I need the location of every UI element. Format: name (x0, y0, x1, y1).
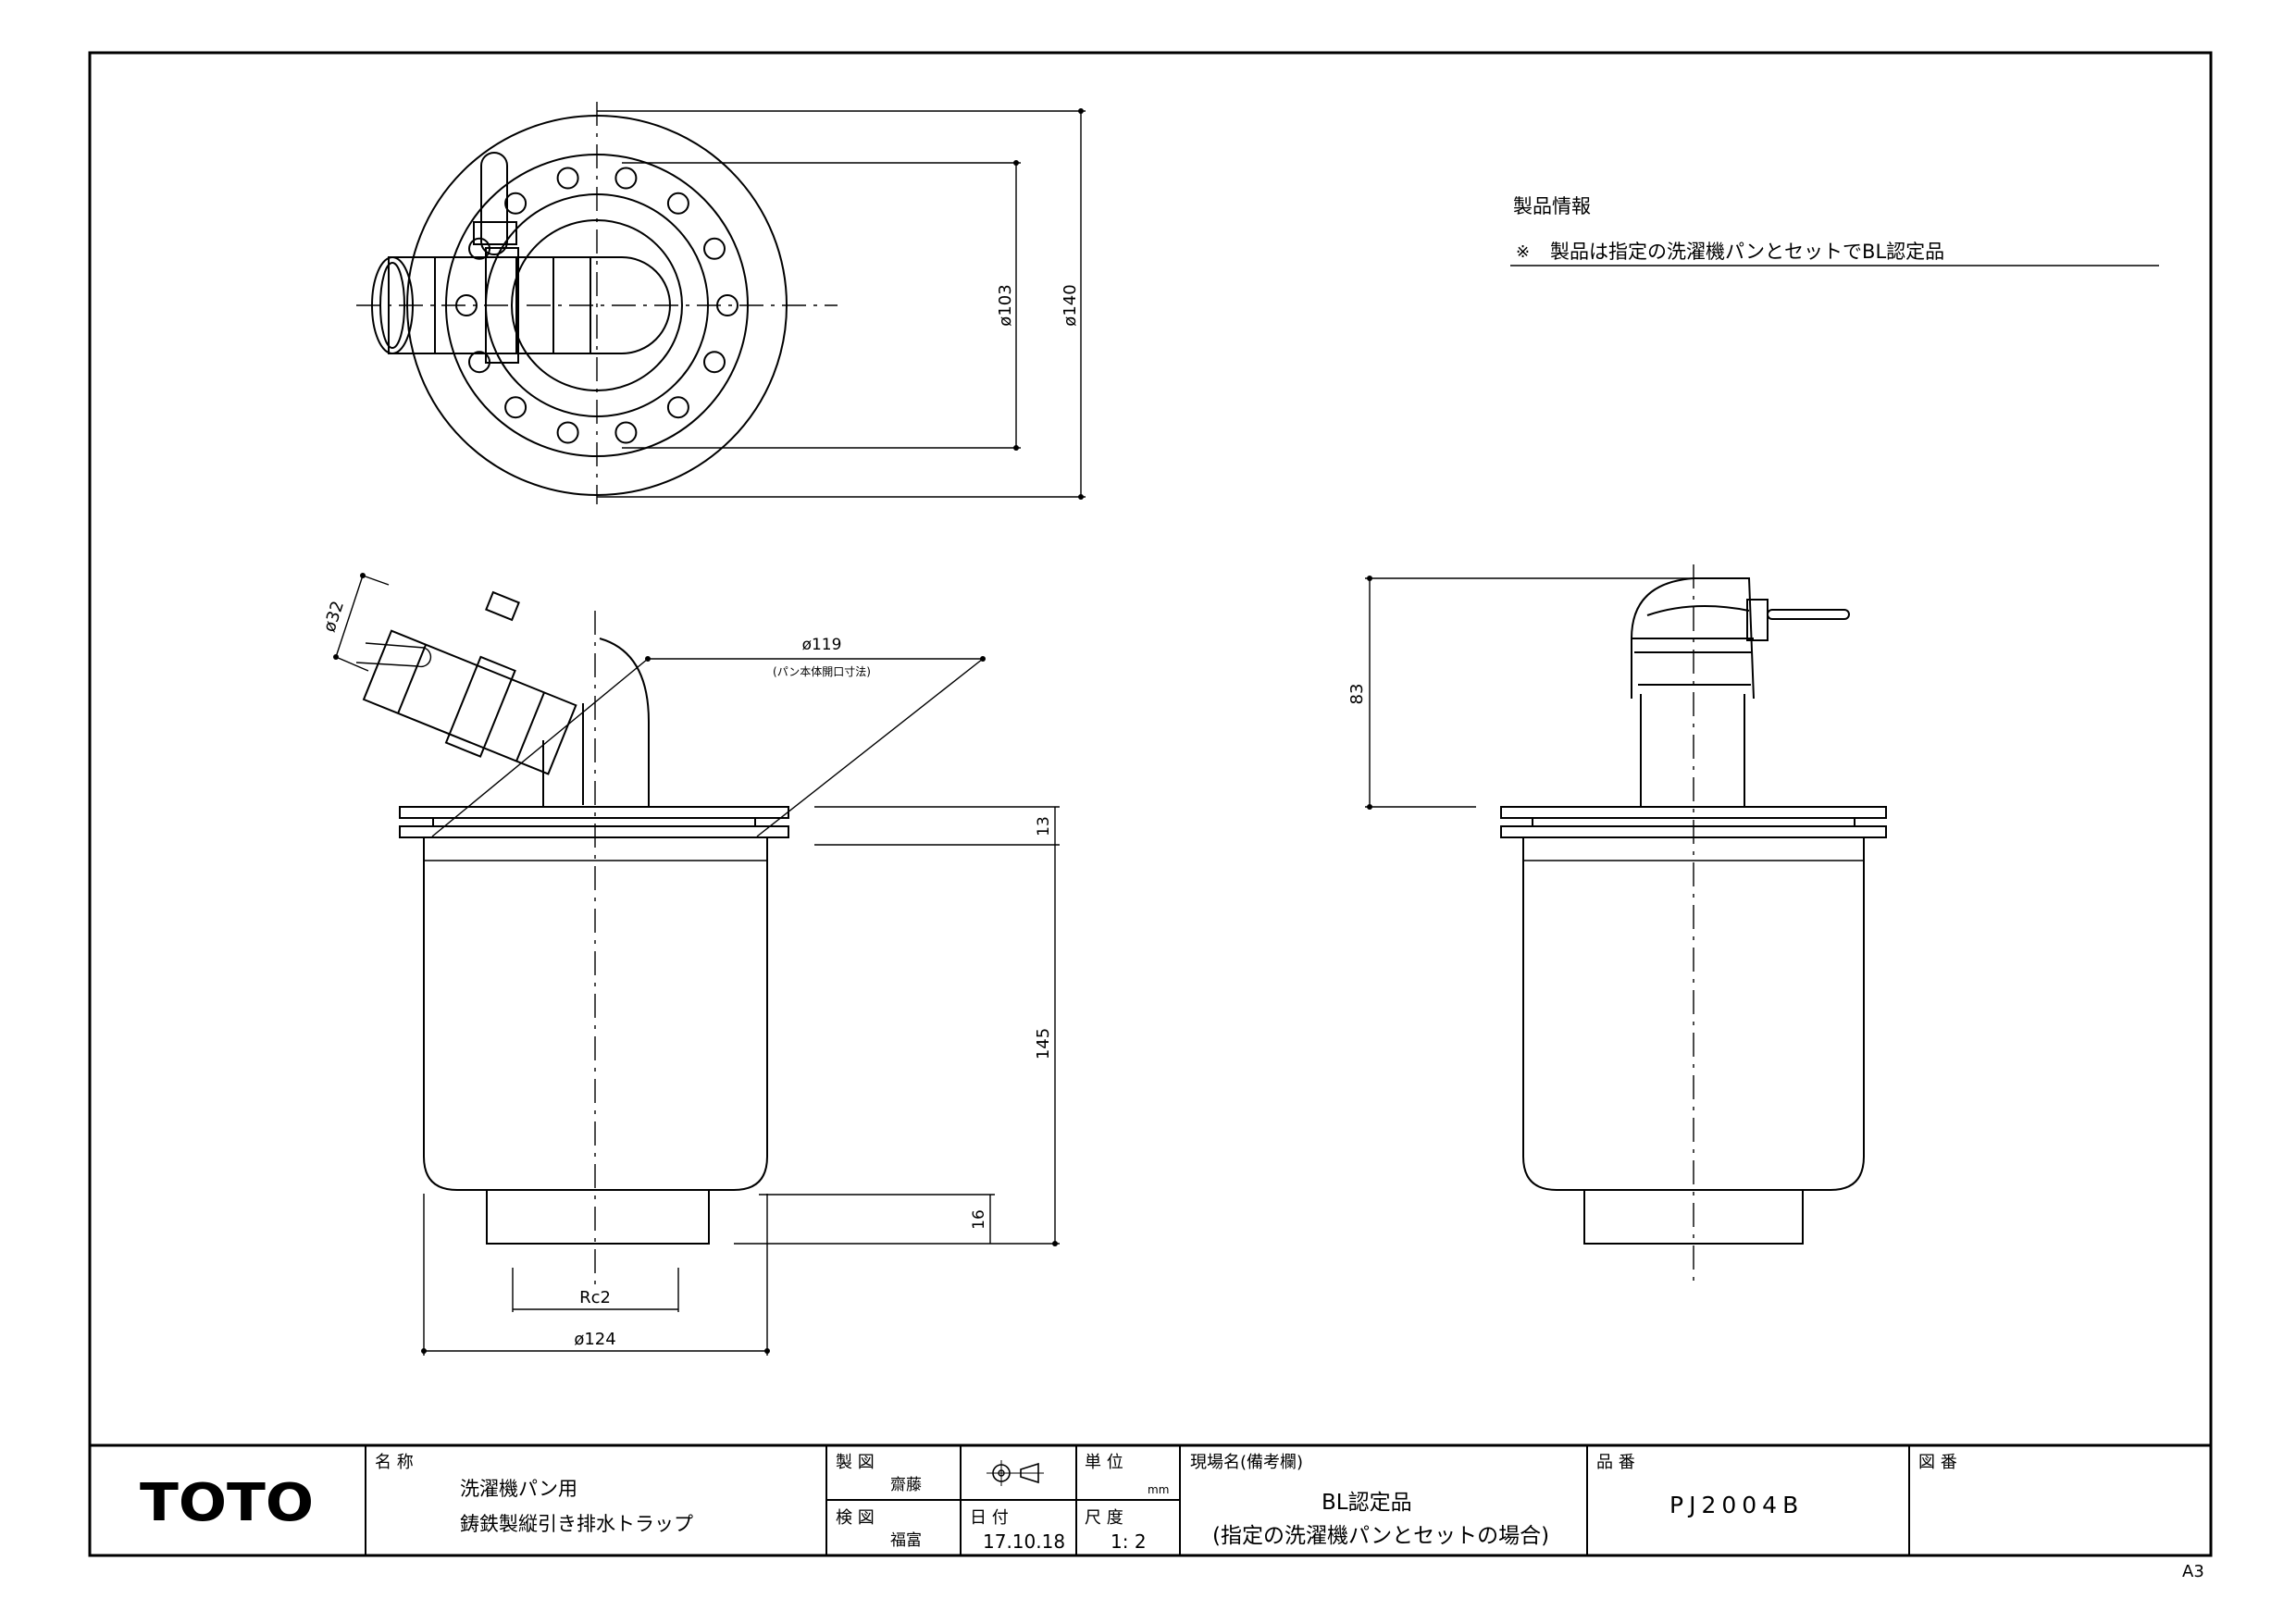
unit-value: mm (1148, 1483, 1169, 1496)
site-line2: (指定の洗濯機パンとセットの場合) (1212, 1524, 1549, 1548)
checked-label: 検 図 (836, 1508, 875, 1528)
product-name-line1: 洗濯機パン用 (460, 1478, 577, 1500)
sheet-border (88, 51, 2213, 1557)
product-info-note-mark: ※ (1516, 242, 1530, 262)
bolt-hole (455, 294, 478, 316)
bolt-hole (556, 167, 579, 190)
projection-symbol-icon (987, 1460, 1044, 1486)
part-number: PJ2004B (1669, 1492, 1804, 1518)
bolt-hole (504, 192, 527, 215)
dim-outlet-thread: Rc2 (579, 1288, 611, 1307)
bolt-hole (703, 237, 726, 260)
dim-body-dia: ø124 (574, 1330, 615, 1349)
front-view: ø32 ø119 (パン本体開口寸法) 13 145 16 Rc2 ø124 (320, 573, 1060, 1356)
part-label: 品 番 (1596, 1453, 1635, 1472)
dim-top-inner: ø103 (996, 284, 1015, 326)
product-info-heading: 製品情報 (1513, 195, 1591, 217)
sheet-size: A3 (2182, 1562, 2204, 1581)
site-line1: BL認定品 (1322, 1491, 1412, 1515)
dim-body: 145 (1034, 1028, 1053, 1059)
bolt-hole (703, 351, 726, 374)
bolt-hole (716, 294, 738, 316)
checked-by: 福富 (890, 1531, 922, 1550)
dim-outlet-height: 16 (970, 1209, 988, 1230)
scale-label: 尺 度 (1085, 1508, 1123, 1528)
scale-value: 1: 2 (1111, 1530, 1147, 1553)
dim-inlet: ø32 (320, 599, 348, 635)
top-view: ø103 ø140 (356, 102, 1086, 504)
name-label: 名 称 (375, 1453, 414, 1472)
dim-opening: ø119 (802, 636, 842, 654)
unit-label: 単 位 (1085, 1453, 1123, 1472)
bolt-hole (666, 396, 689, 419)
side-view: 83 (1347, 564, 1887, 1286)
dim-flange: 13 (1035, 816, 1053, 836)
dim-top-outer: ø140 (1061, 284, 1080, 326)
bolt-hole (666, 192, 689, 215)
title-block (90, 1443, 2211, 1555)
bolt-hole (614, 421, 638, 444)
bolt-hole (556, 421, 579, 444)
drawing-no-label: 図 番 (1918, 1453, 1957, 1472)
product-info-note: 製品は指定の洗濯機パンとセットでBL認定品 (1550, 241, 1944, 263)
date-label: 日 付 (970, 1508, 1009, 1528)
site-label: 現場名(備考欄) (1190, 1453, 1303, 1472)
drawn-label: 製 図 (836, 1453, 875, 1472)
bolt-holes (455, 167, 738, 444)
dim-elbow-height: 83 (1347, 684, 1367, 705)
date-value: 17.10.18 (983, 1530, 1065, 1553)
drawn-by: 齋藤 (890, 1476, 922, 1494)
dim-opening-note: (パン本体開口寸法) (773, 665, 871, 678)
bolt-hole (504, 396, 527, 419)
product-name-line2: 鋳鉄製縦引き排水トラップ (460, 1513, 693, 1535)
bolt-hole (614, 167, 638, 190)
brand-logo: TOTO (140, 1473, 314, 1533)
